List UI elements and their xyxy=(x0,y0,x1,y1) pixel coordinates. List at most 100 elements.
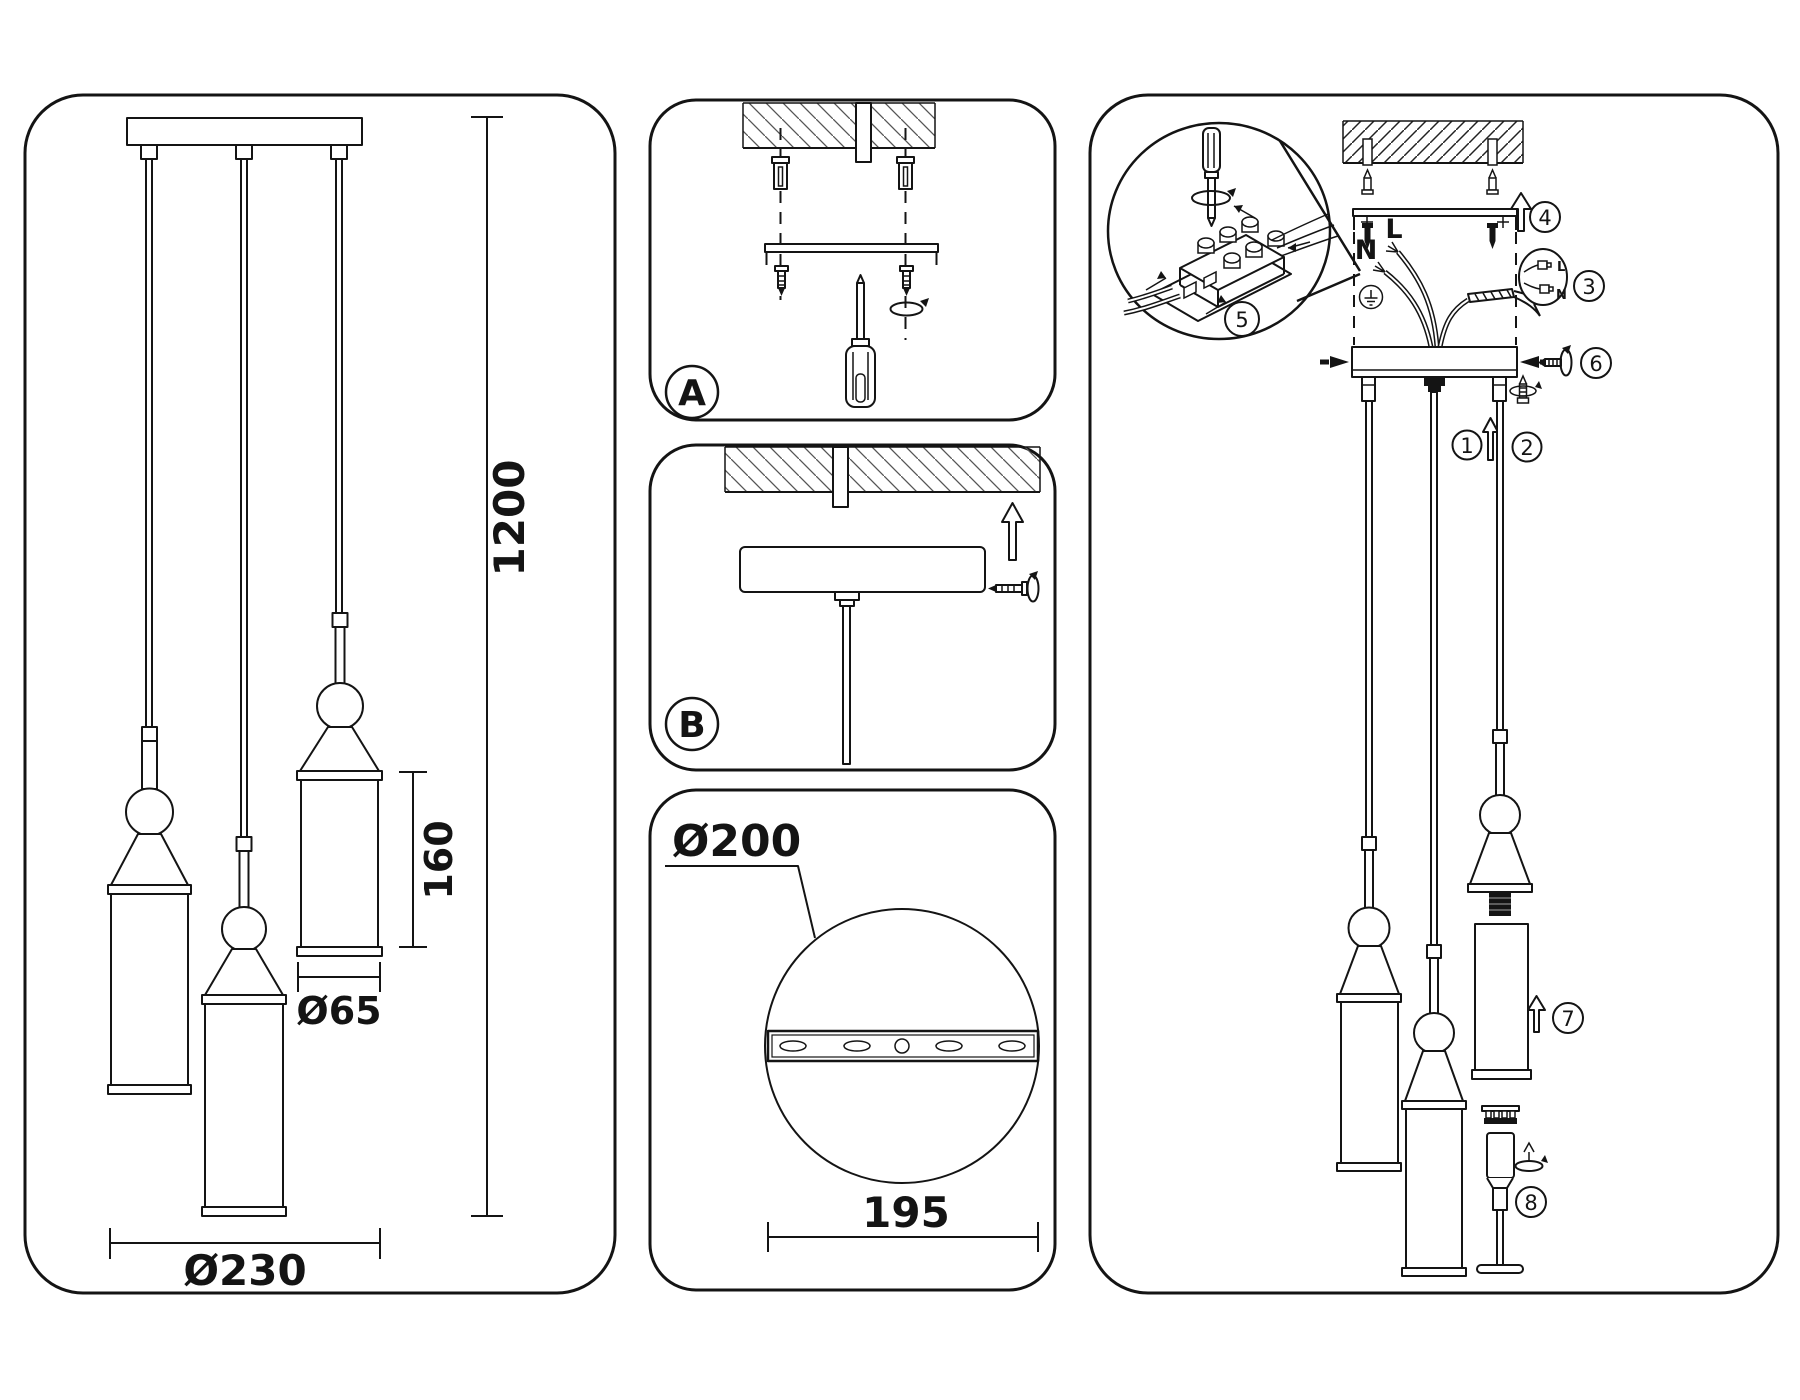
screw-icon xyxy=(1509,374,1542,404)
step-2-badge: 2 xyxy=(1511,431,1543,463)
socket-assembly xyxy=(1467,729,1533,916)
screw-icon xyxy=(1538,345,1573,377)
cord-fittings xyxy=(1361,376,1507,402)
glass-shade xyxy=(1471,923,1532,1080)
canopy-bottom-view: Ø200 195 xyxy=(665,816,1040,1252)
pendant-left xyxy=(107,726,192,1095)
leader-line xyxy=(665,865,816,939)
screw-icon xyxy=(774,265,789,296)
up-arrow-icon xyxy=(1482,417,1499,461)
alignment-guides xyxy=(1353,232,1517,345)
sphere-ornament xyxy=(1479,794,1521,836)
step-5-label: 5 xyxy=(1235,308,1248,332)
cord-connectors xyxy=(140,144,348,160)
shade-cylinder xyxy=(300,779,379,948)
dimension-shade-diameter-label: Ø65 xyxy=(296,989,381,1033)
panel-canopy-view-border xyxy=(648,788,1057,1292)
dimension-overall-diameter: Ø230 xyxy=(109,1228,381,1295)
ceiling-hatch xyxy=(724,446,1041,508)
step-3-label: 3 xyxy=(1582,275,1595,299)
rotation-arrow-icon xyxy=(1514,1141,1548,1172)
screw-icon xyxy=(988,571,1040,603)
up-arrow-icon xyxy=(1527,995,1546,1033)
slot-hole xyxy=(779,1040,807,1052)
dimension-height-label: 1200 xyxy=(485,460,534,577)
side-screw-arrow-icon xyxy=(1520,356,1539,368)
screw-icon xyxy=(899,265,914,296)
drill-hole xyxy=(1362,138,1373,166)
screw-icon xyxy=(1486,168,1499,195)
pendant-middle xyxy=(201,836,287,1217)
panel-assembly-border xyxy=(1088,93,1780,1295)
cord-grip xyxy=(834,591,860,765)
ceiling-hatch xyxy=(742,102,936,163)
ceiling-feedthrough xyxy=(855,102,872,163)
detail-neutral-label: N xyxy=(1556,288,1567,303)
step-3-badge: 3 xyxy=(1573,270,1605,302)
screwdriver-icon xyxy=(1191,127,1236,227)
step-7-label: 7 xyxy=(1561,1007,1574,1031)
line-wire-label: L xyxy=(1385,214,1402,245)
terminal-detail-bubble: 5 xyxy=(1106,121,1362,341)
screwdriver-icon xyxy=(845,274,876,408)
step-b-label: B xyxy=(678,705,705,746)
step-7-badge: 7 xyxy=(1552,1002,1584,1034)
step-4-label: 4 xyxy=(1538,206,1551,230)
sphere-ornament xyxy=(125,787,174,837)
mounting-bracket xyxy=(764,243,939,265)
screw-icon xyxy=(1362,223,1373,249)
center-hole xyxy=(894,1038,910,1054)
terminal-screws xyxy=(1197,216,1285,269)
drill-hole xyxy=(1487,138,1498,166)
step-b-badge: B xyxy=(664,696,720,752)
mounting-bar xyxy=(766,1029,1040,1063)
canopy-plate xyxy=(1320,346,1549,378)
terminal-block xyxy=(1123,205,1339,322)
cone-ornament xyxy=(110,833,189,886)
wall-plug-icon xyxy=(896,156,915,190)
step-6-label: 6 xyxy=(1589,352,1602,376)
shade-cylinder xyxy=(1340,1001,1399,1164)
step-b-view: B xyxy=(664,446,1041,765)
shade-cylinder xyxy=(204,1003,284,1208)
cone-ornament xyxy=(299,726,380,772)
up-arrow-icon xyxy=(1510,192,1532,232)
dimension-shade-height: 160 xyxy=(399,771,461,948)
supply-wires: N L xyxy=(1355,214,1550,348)
canopy-plate xyxy=(739,546,986,593)
mains-cable-stub xyxy=(832,446,849,508)
panel-step-b-border xyxy=(648,443,1057,772)
canopy-diameter-label: Ø200 xyxy=(672,816,801,867)
step-8-badge: 8 xyxy=(1515,1186,1547,1218)
neutral-wire-label: N xyxy=(1355,235,1378,266)
sphere-ornament xyxy=(1413,1012,1455,1054)
step-a-badge: A xyxy=(664,364,720,420)
lamp-holder-ring xyxy=(1481,1105,1520,1124)
detail-line-label: L xyxy=(1557,260,1565,275)
dimension-hole-spacing-label: 195 xyxy=(862,1188,950,1237)
pendant-middle xyxy=(1401,944,1467,1277)
step-6-badge: 6 xyxy=(1580,347,1612,379)
insert-arrow-icons xyxy=(1145,205,1311,315)
shade-cylinder xyxy=(1405,1108,1463,1269)
wall-plug-icon xyxy=(771,156,790,190)
pendant-right xyxy=(296,612,383,957)
shade-cylinder xyxy=(110,893,189,1086)
ground-icon xyxy=(1358,284,1384,310)
step-4-badge: 4 xyxy=(1529,201,1561,233)
panel-front-view-border xyxy=(23,93,617,1295)
ceiling-hatch xyxy=(1342,120,1524,166)
cone-ornament xyxy=(1469,832,1531,885)
cord xyxy=(842,605,851,765)
dimension-shade-diameter: Ø65 xyxy=(296,962,382,1033)
cone-ornament xyxy=(204,948,284,996)
step-a-view: A xyxy=(664,102,939,420)
suspension-cords xyxy=(145,158,343,838)
screw-icon xyxy=(1361,168,1374,195)
step-1-badge: 1 xyxy=(1451,429,1483,461)
screw-icon xyxy=(1487,223,1498,249)
pendant-left xyxy=(1336,836,1402,1172)
slot-hole xyxy=(998,1040,1026,1052)
